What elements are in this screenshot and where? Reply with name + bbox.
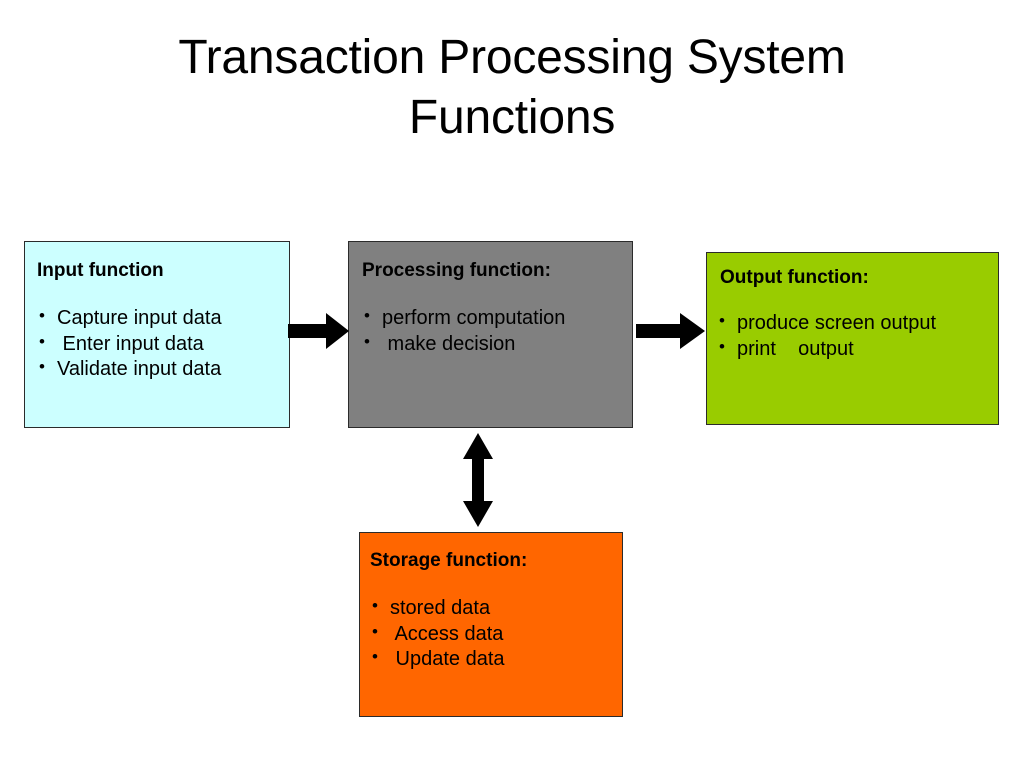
- storage-function-bullets: stored data Access data Update data: [370, 595, 622, 673]
- list-item: Access data: [370, 621, 622, 648]
- page-title-line-2: Functions: [408, 91, 616, 144]
- list-item: Validate input data: [37, 356, 289, 383]
- processing-function-bullets: perform computation make decision: [362, 305, 632, 358]
- input-function-box[interactable]: Input function Capture input data Enter …: [24, 241, 290, 428]
- list-item: Capture input data: [37, 305, 289, 332]
- input-function-title: Input function: [37, 260, 164, 281]
- output-function-box[interactable]: Output function: produce screen output p…: [706, 252, 999, 425]
- list-item: stored data: [370, 595, 622, 622]
- list-item: produce screen output: [717, 310, 998, 337]
- storage-function-box[interactable]: Storage function: stored data Access dat…: [359, 532, 623, 717]
- arrow-double-vertical-icon: [463, 433, 493, 527]
- processing-function-box[interactable]: Processing function: perform computation…: [348, 241, 633, 428]
- arrow-right-icon: [288, 313, 349, 349]
- storage-function-title: Storage function:: [370, 550, 528, 571]
- page-title: Transaction Processing System Functions: [62, 28, 962, 148]
- arrow-right-icon: [636, 313, 705, 349]
- list-item: print output: [717, 336, 998, 363]
- list-item: perform computation: [362, 305, 632, 332]
- page-title-line-1: Transaction Processing System: [178, 31, 846, 84]
- list-item: make decision: [362, 331, 632, 358]
- list-item: Update data: [370, 646, 622, 673]
- output-function-title: Output function:: [720, 267, 869, 288]
- processing-function-title: Processing function:: [362, 260, 551, 281]
- output-function-bullets: produce screen output print output: [717, 310, 998, 363]
- input-function-bullets: Capture input data Enter input data Vali…: [37, 305, 289, 383]
- list-item: Enter input data: [37, 331, 289, 358]
